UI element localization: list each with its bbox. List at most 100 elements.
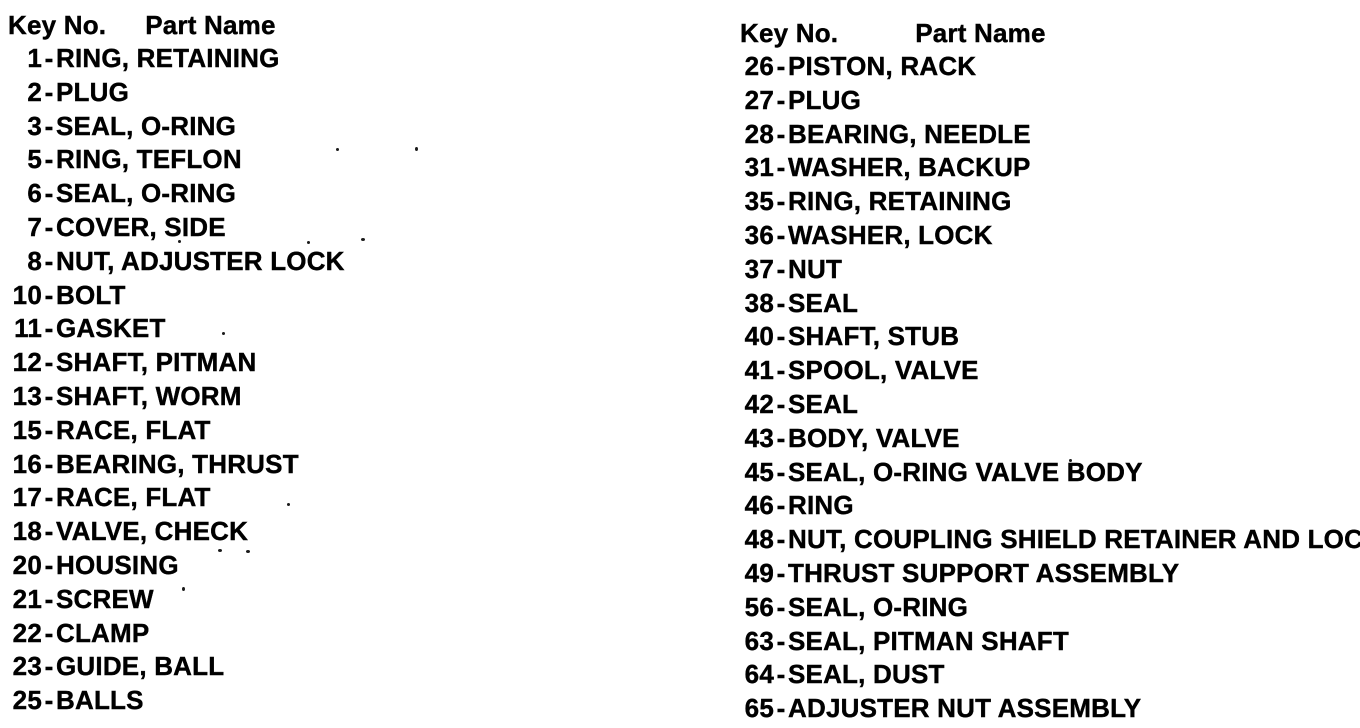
part-key-number: 45	[744, 456, 774, 487]
scan-speck	[182, 587, 185, 591]
hyphen-separator: -	[44, 144, 54, 175]
hyphen-separator: -	[776, 321, 786, 352]
scan-speck	[178, 240, 181, 243]
part-list-item: 1-RING, RETAINING	[8, 42, 345, 76]
scan-speck	[361, 238, 365, 241]
part-name: BODY, VALVE	[788, 422, 960, 453]
part-list-item: 35-RING, RETAINING	[740, 185, 1360, 219]
part-name: WASHER, BACKUP	[788, 152, 1031, 183]
part-list-item: 42-SEAL	[740, 388, 1360, 422]
hyphen-separator: -	[776, 355, 786, 386]
part-name: SPOOL, VALVE	[788, 355, 979, 386]
part-name-header: Part Name	[145, 10, 276, 40]
hyphen-separator: -	[44, 313, 54, 344]
part-key-number: 25	[12, 685, 42, 716]
part-list-item: 26-PISTON, RACK	[740, 50, 1360, 84]
part-list-item: 43-BODY, VALVE	[740, 422, 1360, 456]
part-key-number: 10	[12, 279, 42, 310]
part-name: GASKET	[56, 313, 166, 344]
part-list-item: 27-PLUG	[740, 84, 1360, 118]
part-list-item: 20-HOUSING	[8, 549, 345, 583]
part-list-item: 8-NUT, ADJUSTER LOCK	[8, 245, 345, 279]
part-name: BALLS	[56, 685, 144, 716]
part-name: SEAL, PITMAN SHAFT	[788, 625, 1069, 656]
part-list-item: 11-GASKET	[8, 312, 345, 346]
hyphen-separator: -	[776, 118, 786, 149]
part-name: VALVE, CHECK	[56, 516, 249, 547]
part-key-number: 17	[12, 482, 42, 513]
part-list-item: 63-SEAL, PITMAN SHAFT	[740, 625, 1360, 659]
part-key-number: 1	[27, 43, 42, 73]
part-name: RING, RETAINING	[788, 186, 1012, 217]
key-no-header: Key No.	[8, 10, 107, 40]
part-list-item: 10-BOLT	[8, 279, 345, 313]
hyphen-separator: -	[44, 76, 54, 107]
part-name: RING	[788, 490, 854, 521]
hyphen-separator: -	[44, 110, 54, 141]
hyphen-separator: -	[776, 456, 786, 487]
hyphen-separator: -	[776, 219, 786, 250]
hyphen-separator: -	[776, 524, 786, 555]
scan-speck	[218, 549, 222, 552]
part-name: SHAFT, STUB	[788, 321, 960, 352]
hyphen-separator: -	[44, 617, 54, 648]
part-name: COVER, SIDE	[56, 211, 226, 242]
hyphen-separator: -	[44, 448, 54, 479]
hyphen-separator: -	[44, 583, 54, 614]
hyphen-separator: -	[776, 388, 786, 419]
hyphen-separator: -	[776, 490, 786, 521]
part-key-number: 40	[744, 321, 774, 352]
hyphen-separator: -	[776, 287, 786, 318]
part-list-item: 38-SEAL	[740, 287, 1360, 321]
scan-speck	[336, 148, 339, 151]
part-name: NUT, COUPLING SHIELD RETAINER AND LOCK	[788, 524, 1360, 555]
part-name: SEAL, O-RING VALVE BODY	[788, 456, 1143, 487]
part-name: SEAL, O-RING	[788, 591, 969, 622]
part-name: PLUG	[56, 76, 130, 107]
part-name: NUT, ADJUSTER LOCK	[56, 245, 345, 276]
part-list-item: 25-BALLS	[8, 684, 345, 718]
part-key-number: 38	[744, 287, 774, 318]
part-list-item: 48-NUT, COUPLING SHIELD RETAINER AND LOC…	[740, 523, 1360, 557]
part-name: SHAFT, WORM	[56, 380, 242, 411]
part-list-item: 6-SEAL, O-RING	[8, 177, 345, 211]
hyphen-separator: -	[776, 253, 786, 284]
part-name: RACE, FLAT	[56, 482, 211, 513]
scan-speck	[246, 550, 250, 553]
hyphen-separator: -	[44, 211, 54, 242]
part-key-number: 2	[27, 76, 42, 107]
part-list-item: 12-SHAFT, PITMAN	[8, 346, 345, 380]
part-list-item: 21-SCREW	[8, 583, 345, 617]
part-name: THRUST SUPPORT ASSEMBLY	[788, 557, 1180, 588]
part-key-number: 64	[744, 659, 774, 690]
part-name: BEARING, NEEDLE	[788, 118, 1031, 149]
part-name: GUIDE, BALL	[56, 651, 225, 682]
part-key-number: 31	[744, 152, 774, 183]
hyphen-separator: -	[44, 380, 54, 411]
hyphen-separator: -	[44, 482, 54, 513]
part-key-number: 41	[744, 355, 774, 386]
part-name-header: Part Name	[915, 18, 1046, 48]
part-key-number: 18	[12, 516, 42, 547]
scan-speck	[1069, 459, 1072, 462]
part-key-number: 28	[744, 118, 774, 149]
part-list-item: 49-THRUST SUPPORT ASSEMBLY	[740, 557, 1360, 591]
part-name: SEAL	[788, 388, 859, 419]
part-list-item: 15-RACE, FLAT	[8, 414, 345, 448]
part-key-number: 35	[744, 186, 774, 217]
part-key-number: 42	[744, 388, 774, 419]
column-header: Key No. Part Name	[8, 8, 345, 42]
part-list-item: 5-RING, TEFLON	[8, 143, 345, 177]
part-key-number: 12	[12, 347, 42, 378]
part-key-number: 20	[12, 549, 42, 580]
part-name: RING, TEFLON	[56, 144, 242, 175]
part-key-number: 16	[12, 448, 42, 479]
part-key-number: 6	[27, 178, 42, 209]
part-key-number: 13	[12, 380, 42, 411]
part-list-item: 28-BEARING, NEEDLE	[740, 118, 1360, 152]
part-key-number: 21	[12, 583, 42, 614]
part-list-item: 37-NUT	[740, 253, 1360, 287]
hyphen-separator: -	[44, 685, 54, 716]
